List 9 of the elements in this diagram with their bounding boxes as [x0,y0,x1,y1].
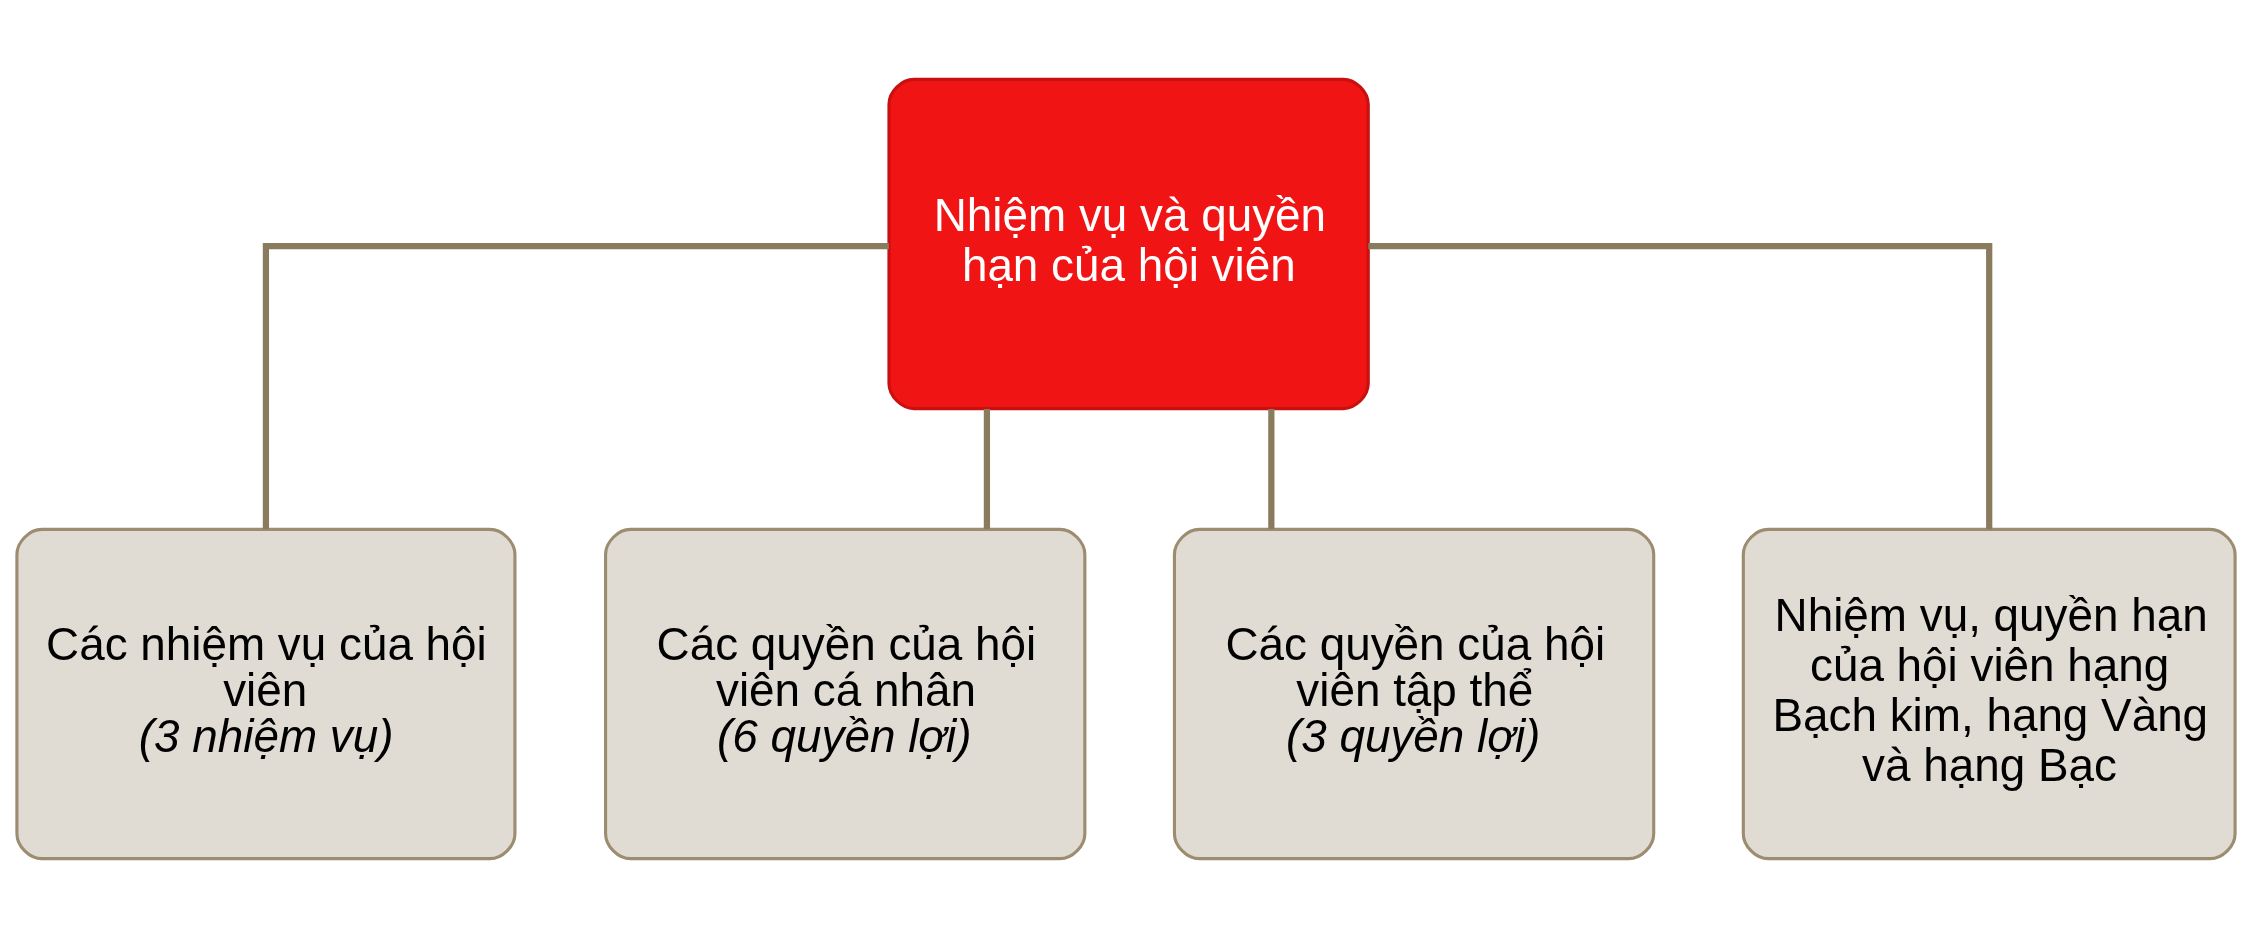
node-box: Nhiệm vụ, quyền hạn của hội viên hạng Bạch kim, hạng Vàng và hạng Bạc [1741,527,2237,861]
connector [1268,409,1275,530]
node-box: Các quyền của hội viên tập thể (3 quyền lợi) [1172,527,1656,861]
node-box: Nhiệm vụ và quyền hạn của hội viên [887,77,1370,411]
connector [1368,242,1993,530]
node-box: Các quyền của hội viên cá nhân (6 quyền lợi) [604,527,1087,861]
connector [983,409,991,530]
connector [262,242,889,530]
node-box: Các nhiệm vụ của hội viên (3 nhiệm vụ) [15,527,517,861]
